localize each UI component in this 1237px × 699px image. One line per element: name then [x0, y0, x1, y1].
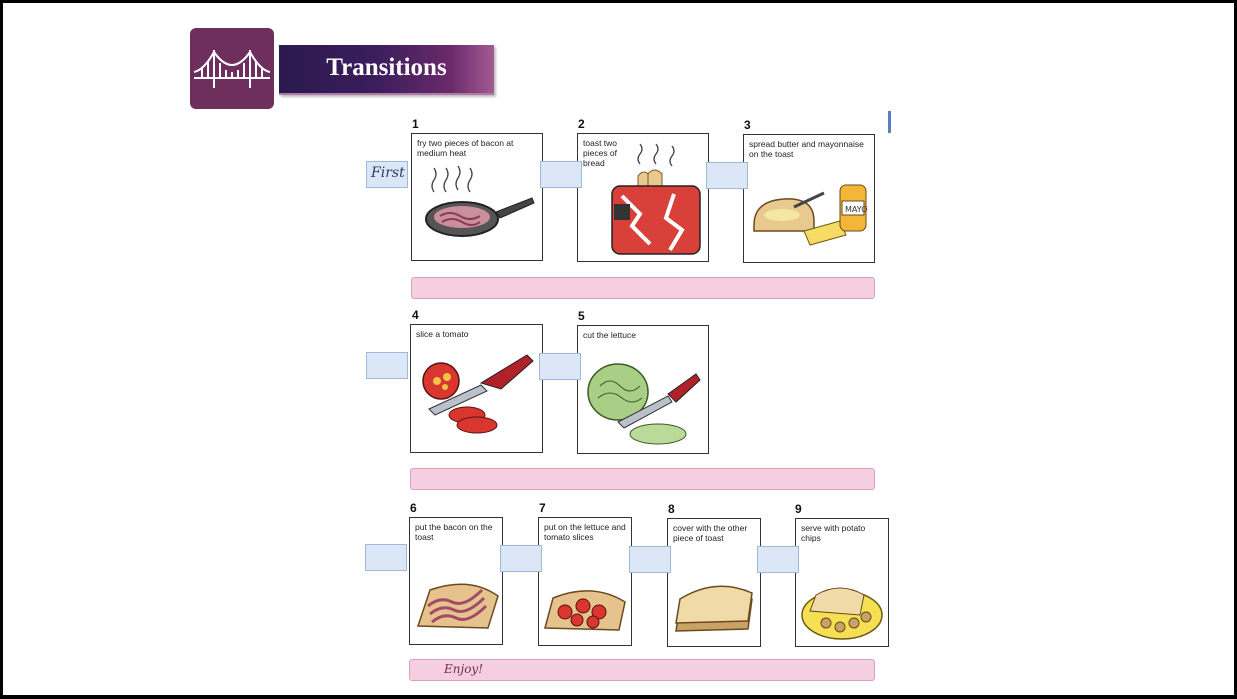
- step-number: 4: [412, 308, 419, 322]
- step-text: toast two pieces of bread: [583, 138, 618, 168]
- slide: Transitions 1 fry two pieces of bacon at…: [3, 3, 1234, 695]
- step-number: 1: [412, 117, 419, 131]
- transition-blank-2[interactable]: [540, 161, 582, 188]
- step-card-1: fry two pieces of bacon at medium heat: [411, 133, 543, 261]
- transition-blank-9[interactable]: [757, 546, 799, 573]
- edge-marker: [888, 111, 891, 133]
- step-text: put the bacon on the toast: [415, 522, 493, 542]
- answer-bar-2[interactable]: [410, 468, 875, 490]
- step-text: serve with potato chips: [801, 523, 866, 543]
- transition-blank-1[interactable]: First: [366, 161, 408, 188]
- answer-text: Enjoy!: [444, 662, 484, 676]
- frying-pan-icon: [425, 165, 535, 237]
- transition-word: First: [371, 165, 405, 181]
- lettuce-knife-icon: [587, 363, 701, 445]
- transition-blank-8[interactable]: [629, 546, 671, 573]
- step-card-9: serve with potato chips: [795, 518, 889, 647]
- step-number: 7: [539, 501, 546, 515]
- step-text: spread butter and mayonnaise on the toas…: [749, 139, 864, 159]
- bacon-toast-icon: [416, 583, 499, 629]
- step-card-2: toast two pieces of bread: [577, 133, 709, 262]
- title-banner: Transitions: [279, 45, 494, 95]
- step-number: 5: [578, 309, 585, 323]
- step-card-7: put on the lettuce and tomato slices: [538, 517, 632, 646]
- transition-blank-3[interactable]: [706, 162, 748, 189]
- step-card-3: spread butter and mayonnaise on the toas…: [743, 134, 875, 263]
- step-card-8: cover with the other piece of toast: [667, 518, 761, 647]
- step-number: 9: [795, 502, 802, 516]
- sandwich-icon: [675, 585, 753, 632]
- step-card-4: slice a tomato: [410, 324, 543, 453]
- transition-blank-5[interactable]: [539, 353, 581, 380]
- step-text: cover with the other piece of toast: [673, 523, 748, 543]
- page-title: Transitions: [326, 54, 447, 81]
- toaster-icon: [611, 143, 701, 255]
- sandwich-plate-icon: [801, 587, 883, 640]
- step-text: cut the lettuce: [583, 330, 636, 340]
- step-text: put on the lettuce and tomato slices: [544, 522, 626, 542]
- step-number: 8: [668, 502, 675, 516]
- transition-blank-6[interactable]: [365, 544, 407, 571]
- logo-tile: [190, 28, 274, 109]
- tomato-toast-icon: [544, 590, 626, 631]
- answer-bar-1[interactable]: [411, 277, 875, 299]
- tomato-knife-icon: [422, 354, 534, 434]
- answer-bar-3[interactable]: Enjoy!: [409, 659, 875, 681]
- step-text: fry two pieces of bacon at medium heat: [417, 138, 514, 158]
- transition-blank-7[interactable]: [500, 545, 542, 572]
- step-card-5: cut the lettuce: [577, 325, 709, 454]
- step-number: 6: [410, 501, 417, 515]
- svg-text:MAYO: MAYO: [845, 205, 868, 214]
- transition-blank-4[interactable]: [366, 352, 408, 379]
- bridge-icon: [193, 50, 271, 88]
- step-number: 2: [578, 117, 585, 131]
- step-text: slice a tomato: [416, 329, 469, 339]
- toast-butter-mayo-icon: MAYO: [753, 184, 868, 246]
- step-card-6: put the bacon on the toast: [409, 517, 503, 645]
- step-number: 3: [744, 118, 751, 132]
